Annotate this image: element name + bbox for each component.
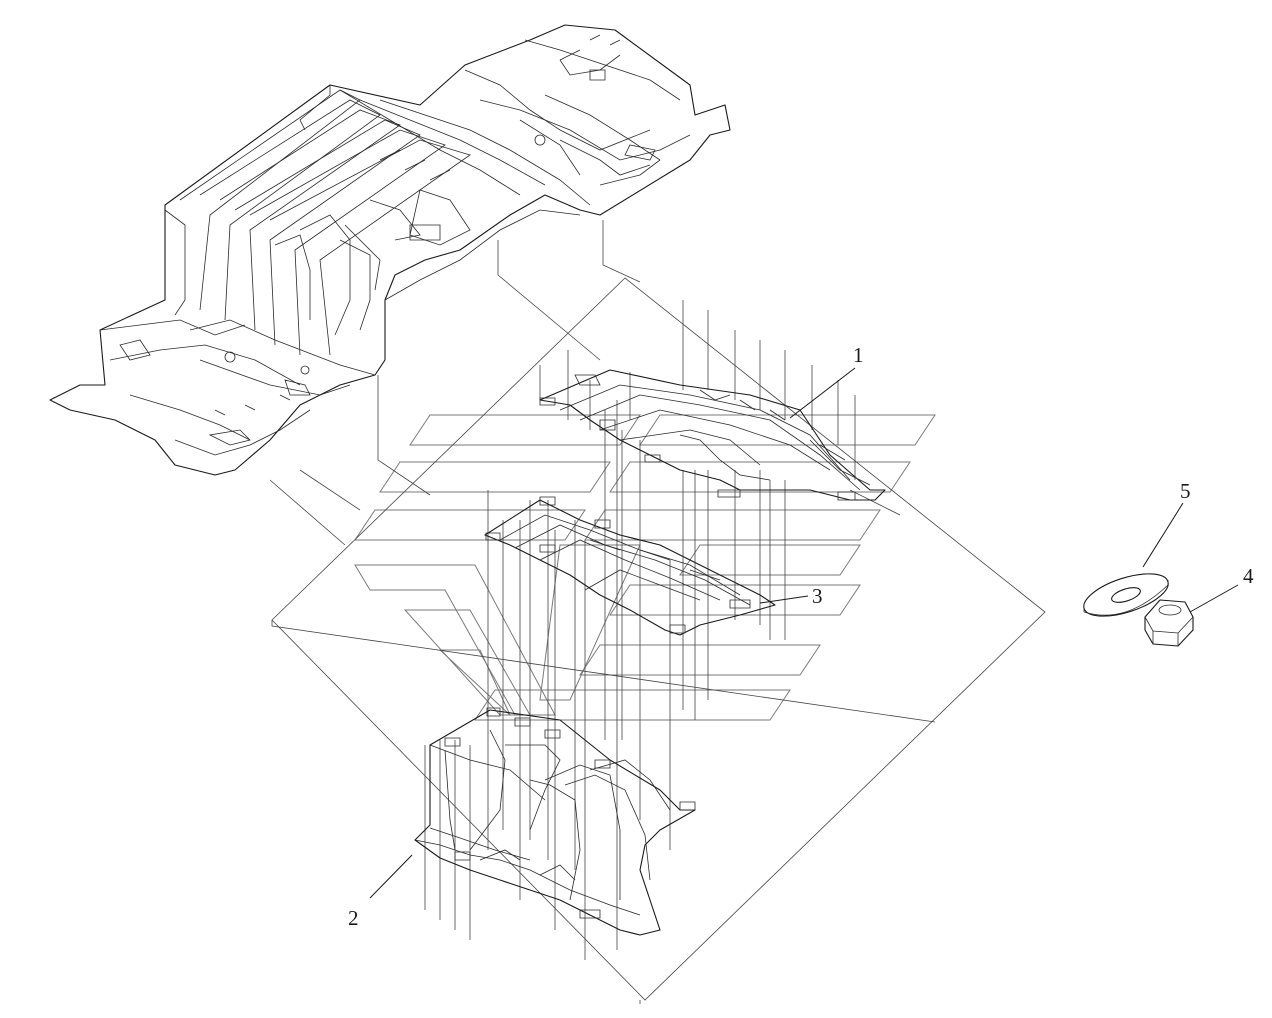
part-1-shield	[539, 369, 886, 501]
leader-part-4	[1189, 584, 1239, 613]
projection-plane	[271, 277, 1046, 1004]
leader-part-1	[789, 367, 856, 419]
part-5-washer	[1083, 573, 1169, 617]
part-2-shield	[414, 707, 696, 936]
leader-lines	[369, 367, 1239, 899]
callout-numbers: 1 2 3 4 5	[348, 343, 1254, 930]
callout-part-1: 1	[853, 343, 864, 367]
leader-part-3	[759, 595, 809, 604]
leader-part-5	[1142, 502, 1184, 568]
part-4-nut	[1144, 599, 1194, 647]
leader-part-2	[369, 854, 413, 899]
callout-part-5: 5	[1180, 479, 1191, 503]
callout-part-3: 3	[812, 584, 823, 608]
watermark-left-wing	[354, 414, 641, 716]
callout-part-2: 2	[348, 906, 359, 930]
callout-part-4: 4	[1243, 564, 1254, 588]
projection-lines	[269, 220, 901, 960]
watermark-right-wing	[474, 414, 936, 721]
part-3-shield	[484, 496, 776, 636]
floor-panel-assembly	[49, 24, 731, 476]
